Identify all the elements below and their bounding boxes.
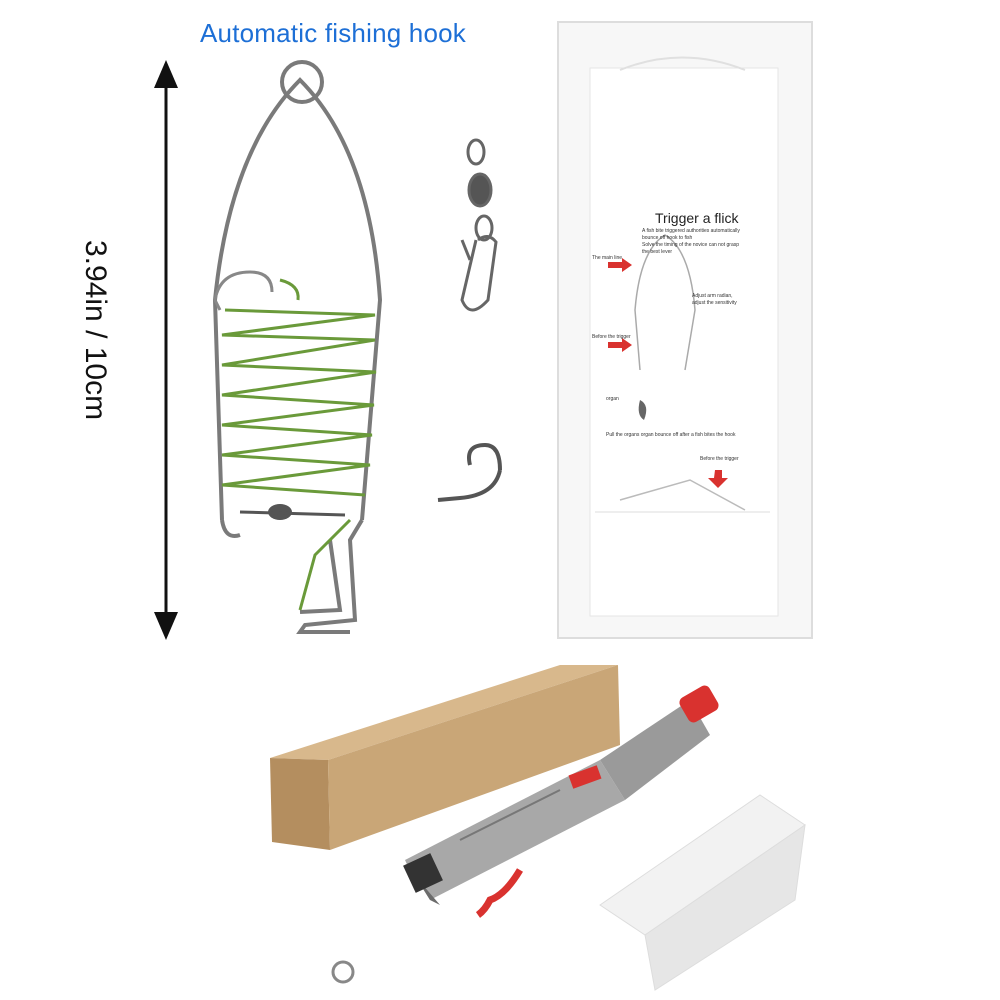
green-line bbox=[221, 278, 377, 611]
card-label-adjust-arm: Adjust arm radian, bbox=[692, 293, 733, 299]
instruction-card bbox=[557, 21, 813, 639]
single-hook bbox=[437, 442, 502, 502]
card-label-before-trigger: Before the trigger bbox=[592, 334, 631, 340]
frame-swivel bbox=[239, 504, 346, 520]
snap-swivel bbox=[460, 138, 498, 312]
dimension-arrow bbox=[154, 60, 178, 640]
trigger-device bbox=[403, 685, 719, 918]
card-heading: Trigger a flick bbox=[655, 210, 739, 226]
card-label-adjust-arm-2: adjust the sensitivity bbox=[692, 300, 737, 306]
frame-hook bbox=[213, 270, 274, 311]
card-label-before-trigger-2: Before the trigger bbox=[700, 456, 739, 462]
card-label-organ: organ bbox=[606, 396, 619, 402]
card-line-2: bounce off hook to fish bbox=[642, 235, 693, 241]
product-title: Automatic fishing hook bbox=[200, 18, 466, 48]
kraft-box bbox=[270, 665, 620, 850]
card-label-main-line: The main line bbox=[592, 255, 623, 261]
card-line-1: A fish bite triggered authorities automa… bbox=[642, 228, 740, 234]
card-label-pull-organ: Pull the organs organ bounce off after a… bbox=[606, 432, 736, 438]
split-ring bbox=[331, 960, 355, 984]
card-line-4: the best lever bbox=[642, 249, 673, 255]
folded-sheet bbox=[599, 794, 806, 991]
card-line-3: Solve the timing of the novice can not g… bbox=[642, 242, 740, 248]
dimension-label: 3.94in / 10cm bbox=[79, 240, 112, 421]
wire-frame bbox=[212, 60, 383, 634]
